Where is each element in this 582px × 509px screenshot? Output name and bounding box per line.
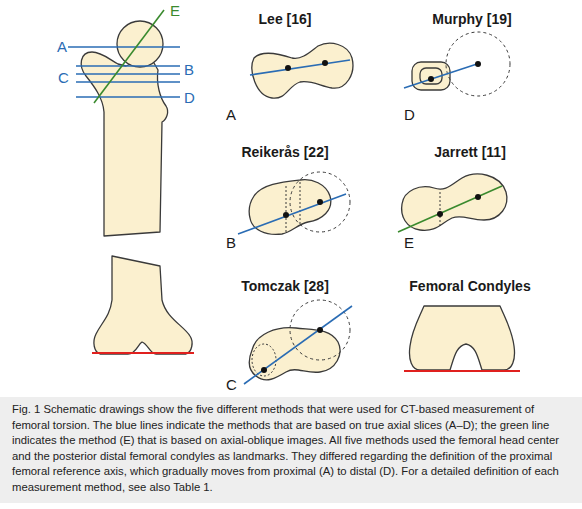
line-label: E (170, 2, 180, 19)
panel-letter: A (226, 106, 236, 123)
panel-letter: D (404, 106, 415, 123)
femoral-head (117, 21, 163, 67)
panel-title: Jarrett [11] (434, 144, 506, 160)
panel-title: Reikerås [22] (241, 144, 328, 160)
panel-letter: C (226, 376, 237, 393)
line-label: C (58, 69, 69, 86)
panel-letter: B (226, 234, 236, 251)
panel-title: Lee [16] (259, 11, 312, 27)
distal-femur (94, 256, 192, 354)
line-label: D (184, 89, 195, 106)
femur-shaft (81, 52, 167, 236)
panel-title: Femoral Condyles (409, 278, 530, 294)
figure-caption: Fig. 1 Schematic drawings show the five … (12, 402, 572, 496)
panel-title: Murphy [19] (432, 11, 511, 27)
line-label: B (184, 61, 194, 78)
panel-letter: E (404, 234, 414, 251)
panel-title: Tomczak [28] (241, 278, 329, 294)
line-label: A (57, 38, 67, 55)
